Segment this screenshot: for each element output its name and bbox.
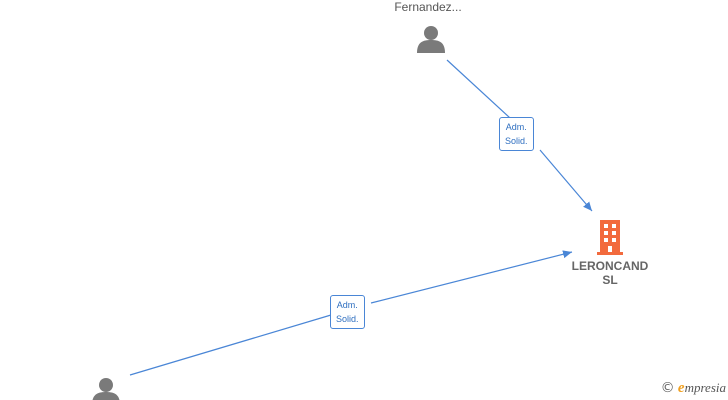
edge-label-line2: Solid. (336, 314, 359, 324)
edge-label-line1: Adm. (505, 122, 527, 132)
brand-initial: e (677, 380, 685, 396)
company-name-line1: LERONCAND (571, 259, 649, 273)
company-label[interactable]: LERONCAND SL (565, 259, 655, 287)
person-icon[interactable] (92, 378, 120, 400)
edge-label-top: Adm. Solid. (499, 117, 534, 151)
company-name-line2: SL (602, 273, 618, 287)
brand-name: mpresia (684, 380, 726, 395)
brand-logo: © empresia (661, 380, 726, 397)
edge-bottom-to-company (129, 252, 572, 376)
edge-label-line1: Adm. (336, 300, 358, 310)
building-icon[interactable] (597, 220, 623, 255)
person-label[interactable]: Fernandez... (394, 0, 462, 14)
copyright-icon: © (660, 380, 675, 396)
person-icon[interactable] (417, 26, 445, 53)
edge-label-line2: Solid. (505, 136, 528, 146)
edge-label-bottom: Adm. Solid. (330, 295, 365, 329)
edge-top-to-company (446, 59, 592, 211)
